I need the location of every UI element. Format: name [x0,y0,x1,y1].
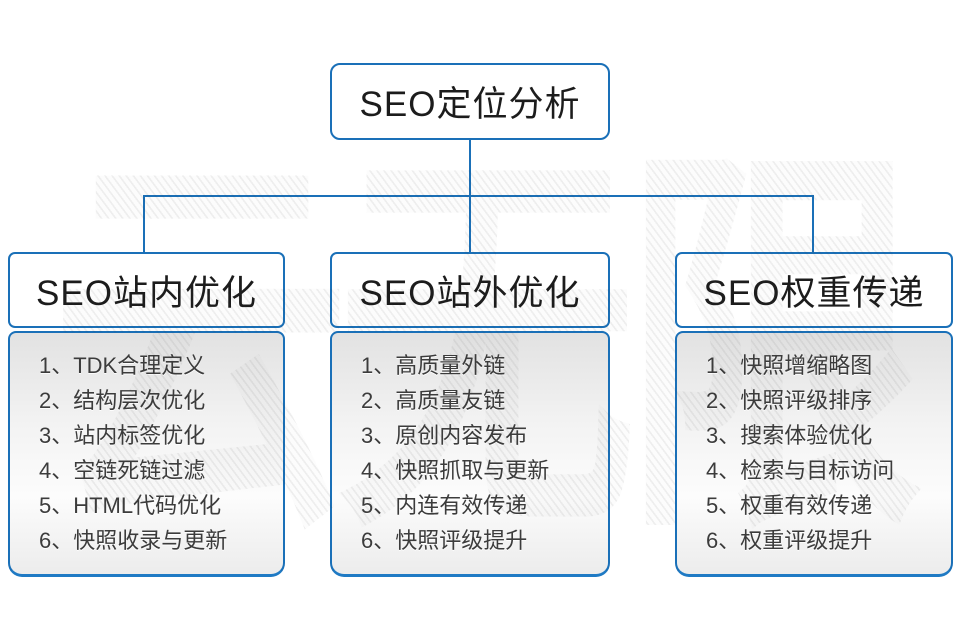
node-offsite-optimization: SEO站外优化 [330,252,610,328]
list-item: 3、站内标签优化 [39,423,206,448]
list-item: 2、结构层次优化 [39,388,206,413]
list-item: 5、HTML代码优化 [39,493,222,518]
node-title: SEO站内优化 [36,273,257,313]
node-title: SEO站外优化 [359,273,581,313]
connector-rail [143,195,814,197]
node-onsite-optimization: SEO站内优化 [8,252,285,328]
panel-weight-items: 1、快照增缩略图 2、快照评级排序 3、搜索体验优化 4、检索与目标访问 5、权… [675,331,953,577]
item-list: 1、TDK合理定义 2、结构层次优化 3、站内标签优化 4、空链死链过滤 5、H… [10,333,283,558]
list-item: 5、权重有效传递 [706,493,873,518]
item-list: 1、高质量外链 2、高质量友链 3、原创内容发布 4、快照抓取与更新 5、内连有… [332,333,608,558]
list-item: 4、空链死链过滤 [39,458,206,483]
list-item: 6、快照收录与更新 [39,528,228,553]
node-title: SEO定位分析 [359,85,581,124]
list-item: 6、权重评级提升 [706,528,873,553]
node-title: SEO权重传递 [703,273,925,313]
connector-root-stub [469,140,471,196]
list-item: 4、快照抓取与更新 [361,458,550,483]
list-item: 6、快照评级提升 [361,528,528,553]
panel-offsite-items: 1、高质量外链 2、高质量友链 3、原创内容发布 4、快照抓取与更新 5、内连有… [330,331,610,577]
list-item: 3、搜索体验优化 [706,423,873,448]
item-list: 1、快照增缩略图 2、快照评级排序 3、搜索体验优化 4、检索与目标访问 5、权… [677,333,951,558]
node-weight-transfer: SEO权重传递 [675,252,953,328]
node-seo-positioning-analysis: SEO定位分析 [330,63,610,140]
list-item: 2、快照评级排序 [706,388,873,413]
list-item: 3、原创内容发布 [361,423,528,448]
list-item: 1、快照增缩略图 [706,353,873,378]
connector-drop-right [812,196,814,252]
connector-drop-left [143,196,145,252]
list-item: 1、TDK合理定义 [39,353,206,378]
list-item: 2、高质量友链 [361,388,506,413]
panel-onsite-items: 1、TDK合理定义 2、结构层次优化 3、站内标签优化 4、空链死链过滤 5、H… [8,331,285,577]
list-item: 1、高质量外链 [361,353,506,378]
list-item: 5、内连有效传递 [361,493,528,518]
list-item: 4、检索与目标访问 [706,458,895,483]
connector-drop-middle [469,196,471,252]
